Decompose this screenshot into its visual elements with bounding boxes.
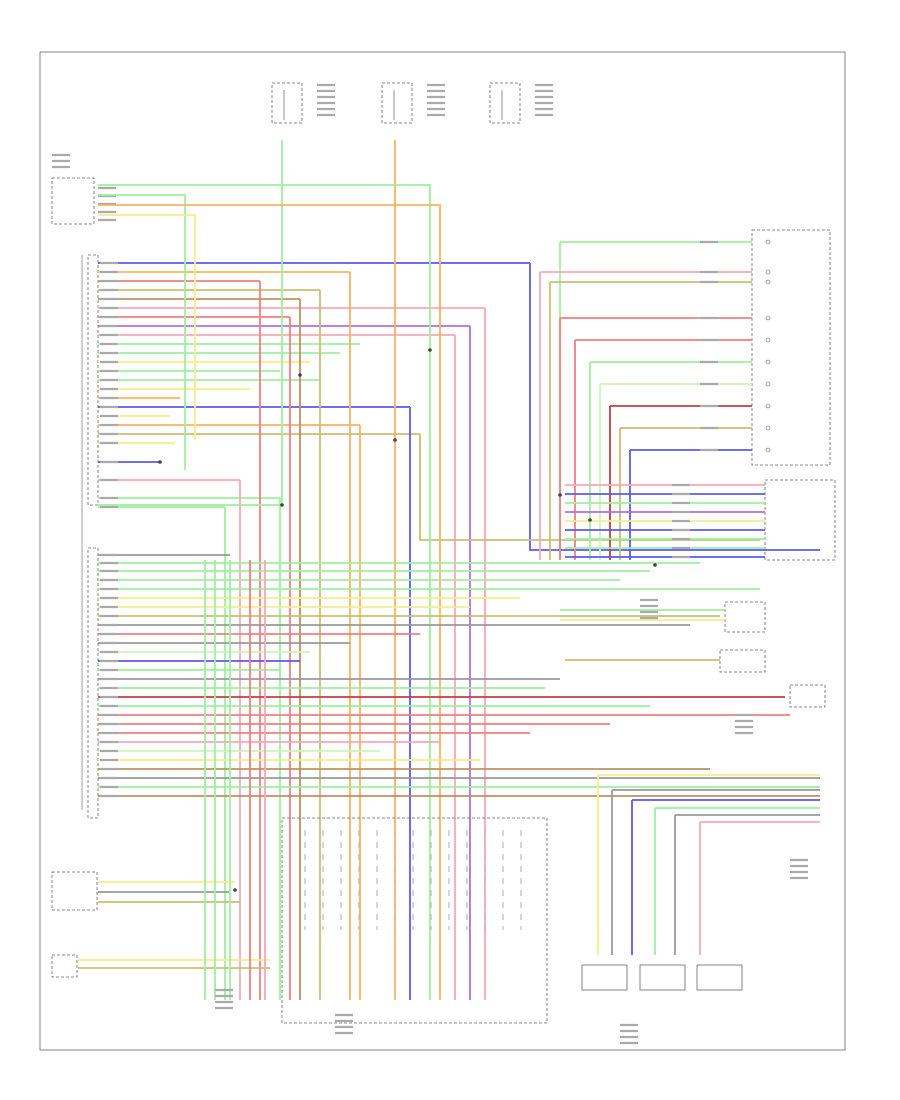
meter-pin bbox=[765, 337, 771, 343]
rear-sensor-wire-4 bbox=[98, 214, 196, 440]
engine-speed-sensor bbox=[51, 954, 78, 978]
fuse-block-1 bbox=[271, 82, 303, 124]
splice-dot-4 bbox=[558, 493, 562, 497]
speed-sensor-box-1 bbox=[581, 964, 628, 991]
rear-sensor-wire-2 bbox=[98, 194, 186, 470]
meter-pin bbox=[765, 425, 771, 431]
rear-sensor-wire-3 bbox=[98, 204, 441, 1000]
meter-pin bbox=[765, 239, 771, 245]
combination-meter bbox=[751, 229, 831, 466]
speed-sensor-box-2 bbox=[639, 964, 686, 991]
splice-dot-3 bbox=[428, 348, 432, 352]
tcm-upper-connector bbox=[87, 254, 99, 506]
tcm-lower-connector bbox=[87, 547, 99, 819]
rear-sensor-wire-1 bbox=[98, 184, 431, 1000]
brake-switch bbox=[789, 684, 826, 708]
meter-pin bbox=[765, 447, 771, 453]
splice-dot-5 bbox=[653, 563, 657, 567]
meter-pin bbox=[765, 403, 771, 409]
at-control-transmission bbox=[281, 817, 548, 1024]
vertical-wire-12 bbox=[419, 434, 760, 541]
splice-dot-7 bbox=[158, 460, 162, 464]
meter-pin bbox=[765, 279, 771, 285]
splice-dot-1 bbox=[280, 503, 284, 507]
rear-sensor-connector bbox=[51, 177, 95, 225]
throttle-position-sensor bbox=[51, 871, 98, 911]
splice-dot-8 bbox=[233, 888, 237, 892]
meter-pin bbox=[765, 269, 771, 275]
data-link-connector bbox=[719, 649, 766, 673]
splice-dot-6 bbox=[298, 373, 302, 377]
meter-pin bbox=[765, 359, 771, 365]
inhibitor-switch bbox=[764, 479, 836, 561]
vertical-wire-1 bbox=[529, 263, 820, 551]
meter-pin bbox=[765, 315, 771, 321]
fuse-block-3 bbox=[489, 82, 521, 124]
splice-dot-2 bbox=[393, 438, 397, 442]
splice-dot-9 bbox=[588, 518, 592, 522]
fuse-block-2 bbox=[381, 82, 413, 124]
meter-pin bbox=[765, 381, 771, 387]
speed-sensor-box-3 bbox=[696, 964, 743, 991]
shift-lock-unit bbox=[724, 601, 766, 633]
diagram-frame bbox=[39, 51, 846, 1051]
